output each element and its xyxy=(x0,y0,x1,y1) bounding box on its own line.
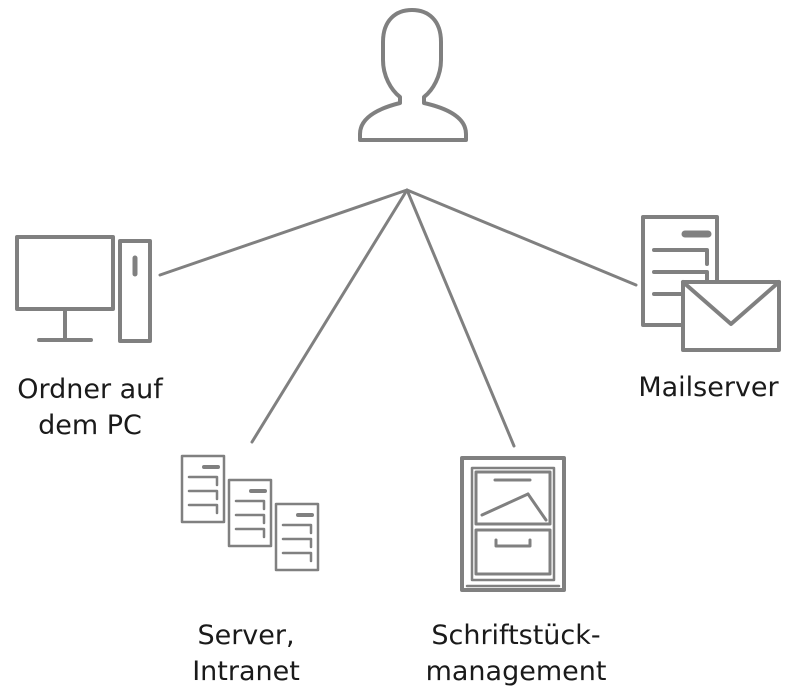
mail-server-icon xyxy=(641,215,781,352)
connector-mail xyxy=(405,188,638,287)
node-label-docs-line-2: management xyxy=(425,656,607,687)
server-stack-icon xyxy=(180,454,320,572)
node-label-mail-line-1: Mailserver xyxy=(638,372,779,403)
user-icon xyxy=(358,8,468,142)
node-label-server-line-1: Server, xyxy=(197,620,295,651)
node-label-mail: Mailserver xyxy=(628,370,789,406)
node-label-server-line-2: Intranet xyxy=(192,656,300,687)
server-rack-2 xyxy=(227,478,273,548)
connector-docs xyxy=(405,188,516,448)
envelope-icon xyxy=(681,280,781,352)
node-label-docs-line-1: Schriftstück- xyxy=(431,620,601,651)
node-label-pc: Ordner auf dem PC xyxy=(0,372,180,444)
node-label-server: Server, Intranet xyxy=(176,618,316,689)
server-rack-3 xyxy=(274,502,320,572)
node-label-docs: Schriftstück- management xyxy=(416,618,616,689)
connector-server xyxy=(250,188,409,444)
connector-pc xyxy=(158,188,409,277)
server-rack-1 xyxy=(180,454,226,524)
node-label-pc-line-1: Ordner auf xyxy=(17,374,163,405)
node-label-pc-line-2: dem PC xyxy=(38,410,142,441)
desktop-computer-icon xyxy=(15,235,152,343)
connector-lines xyxy=(158,188,638,448)
filing-cabinet-icon xyxy=(460,456,566,592)
